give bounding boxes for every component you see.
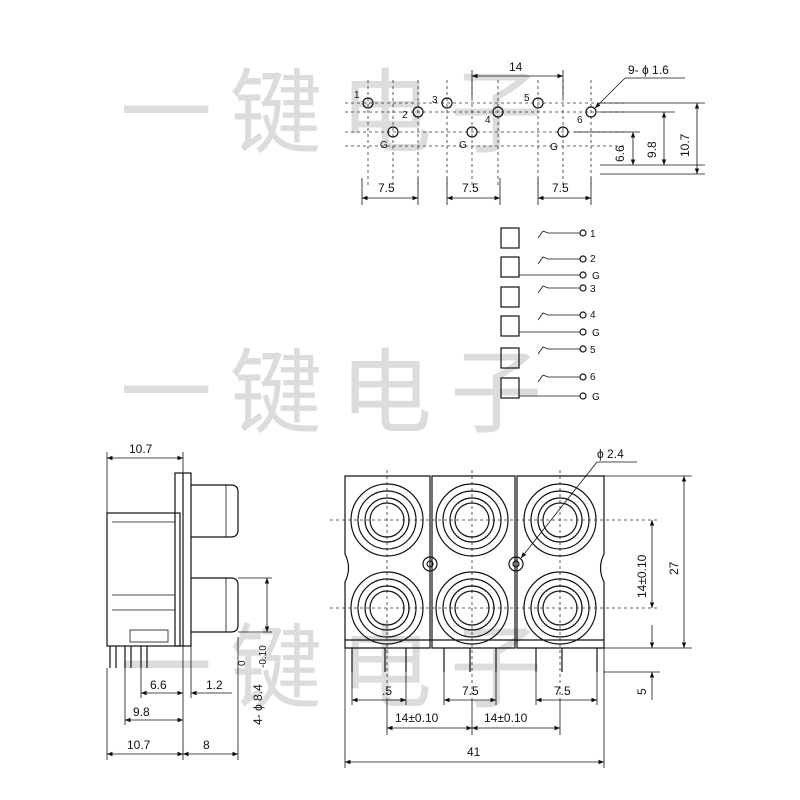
- pin-label: 1: [354, 90, 360, 101]
- dim-front-pin-height: 5: [635, 688, 649, 695]
- dim-front-pitch: 14±0.10: [395, 711, 439, 725]
- dim-pitch-top: 14: [509, 60, 523, 74]
- dim-front-pitch: 14±0.10: [484, 711, 528, 725]
- pin-label: 6: [577, 115, 583, 126]
- dim-front-spacing: 14±0.10: [635, 554, 649, 598]
- top-view-footprint: 1 2 3 4 5 6 G G G 9- ϕ 1.6 14 7.5 7.5 7.…: [345, 60, 705, 205]
- dim-side-bottom: 1.2: [206, 678, 223, 692]
- dim-side-bottom: 8: [203, 738, 210, 752]
- front-view: ϕ 2.4 27 14±0.10 5 .5 7.5 7.5 14±0.10: [330, 447, 692, 768]
- dim-pitch: 7.5: [378, 181, 395, 195]
- pin-hole: [585, 106, 597, 118]
- dim-vertical: 6.6: [613, 145, 627, 162]
- pin-hole: [532, 97, 544, 109]
- ground-hole: [387, 126, 399, 138]
- dim-front-height: 27: [667, 561, 681, 575]
- dim-pitch: 7.5: [462, 181, 479, 195]
- schematic-label: 4: [590, 310, 596, 321]
- dim-vertical: 9.8: [645, 141, 659, 158]
- schematic-label: G: [592, 271, 600, 282]
- dim-front-bottom: 7.5: [462, 684, 479, 698]
- dim-side-bottom: 9.8: [133, 705, 150, 719]
- pin-hole: [441, 97, 453, 109]
- schematic-label: 2: [590, 254, 596, 265]
- watermark-text: 一键电子: [120, 340, 560, 447]
- watermark-text: 一键电子: [120, 615, 560, 722]
- dim-side-top: 10.7: [129, 442, 153, 456]
- dim-pitch: 7.5: [552, 181, 569, 195]
- schematic-label: G: [592, 328, 600, 339]
- pin-label: 3: [432, 95, 438, 106]
- pin-label: 5: [524, 93, 530, 104]
- contact-schematic: 1 2 G 3 4 G 5 6 G: [500, 227, 600, 403]
- ground-label: G: [459, 140, 467, 151]
- schematic-label: G: [592, 392, 600, 403]
- dim-side-vertical: 4- ϕ 8.4: [251, 684, 265, 725]
- dim-side-tolerance: -0.10: [258, 645, 269, 668]
- dim-side-bottom: 10.7: [127, 738, 151, 752]
- schematic-label: 6: [590, 372, 596, 383]
- pin-hole: [492, 106, 504, 118]
- pin-label: 4: [485, 115, 491, 126]
- pin-label: 2: [402, 110, 408, 121]
- schematic-label: 3: [590, 284, 596, 295]
- schematic-label: 5: [590, 345, 596, 356]
- ground-hole: [466, 126, 478, 138]
- hole-spec-label: 9- ϕ 1.6: [628, 63, 669, 77]
- side-view: 10.7 4- ϕ 8.4 0 -0.10 6.6 1.2 9.8 10.7 8: [106, 442, 272, 760]
- schematic-label: 1: [590, 229, 596, 240]
- ground-label: G: [380, 140, 388, 151]
- pin-hole: [412, 106, 424, 118]
- dim-vertical: 10.7: [678, 133, 692, 157]
- dim-side-bottom: 6.6: [150, 678, 167, 692]
- watermark-layer: 一键电子 一键电子 一键电子: [120, 60, 560, 722]
- pin-hole: [362, 97, 374, 109]
- dim-side-tolerance: 0: [237, 660, 248, 666]
- ground-label: G: [550, 142, 558, 153]
- front-hole-spec: ϕ 2.4: [597, 447, 624, 461]
- dim-front-total-width: 41: [467, 745, 481, 759]
- ground-hole: [557, 126, 569, 138]
- dim-front-bottom: 7.5: [554, 684, 571, 698]
- dim-front-bottom: .5: [382, 684, 392, 698]
